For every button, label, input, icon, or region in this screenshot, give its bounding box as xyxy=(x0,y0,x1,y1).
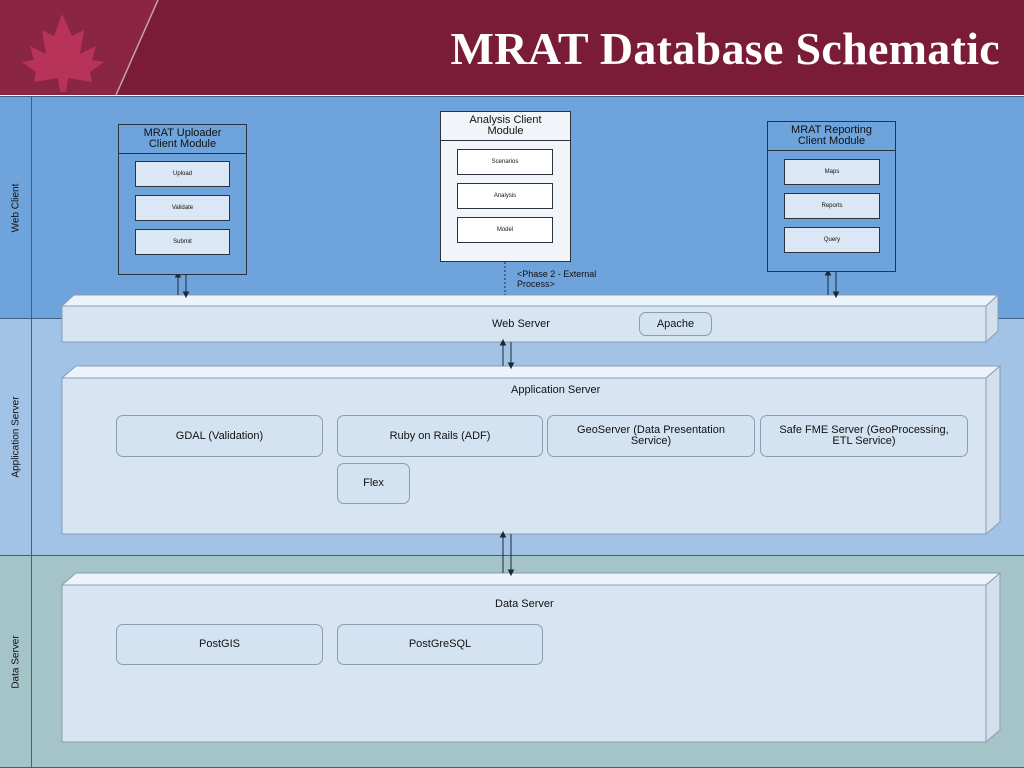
maple-leaf-icon xyxy=(0,0,159,95)
phase-2-note: <Phase 2 - External Process> xyxy=(517,269,597,289)
slide-title: MRAT Database Schematic xyxy=(450,23,1000,74)
validate-item: Validate xyxy=(135,195,230,221)
postgis-component: PostGIS xyxy=(116,624,323,665)
reports-item: Reports xyxy=(784,193,880,219)
geoserver-component: GeoServer (Data Presentation Service) xyxy=(547,415,755,457)
model-item: Model xyxy=(457,217,553,243)
analysis-module-title: Analysis Client Module xyxy=(469,114,542,137)
analysis-item: Analysis xyxy=(457,183,553,209)
postgresql-component: PostGreSQL xyxy=(337,624,543,665)
apache-component: Apache xyxy=(639,312,712,336)
lane-label-data-server: Data Server xyxy=(10,634,22,689)
reporting-module-title: MRAT Reporting Client Module xyxy=(791,124,872,147)
query-item: Query xyxy=(784,227,880,253)
module-title-divider xyxy=(768,150,895,151)
flex-component: Flex xyxy=(337,463,410,504)
schematic-diagram: Web Client Application Server Data Serve… xyxy=(0,96,1024,768)
lane-label-cell: Application Server xyxy=(0,319,32,555)
lane-label-cell: Data Server xyxy=(0,556,32,767)
uploader-client-module: MRAT Uploader Client Module Upload Valid… xyxy=(118,124,247,275)
application-server-label: Application Server xyxy=(511,384,601,396)
lane-label-cell: Web Client xyxy=(0,97,32,318)
scenarios-item: Scenarios xyxy=(457,149,553,175)
submit-item: Submit xyxy=(135,229,230,255)
slide-header: MRAT Database Schematic xyxy=(0,0,1024,95)
module-title-divider xyxy=(441,140,570,141)
lane-label-web-client: Web Client xyxy=(10,183,22,232)
upload-item: Upload xyxy=(135,161,230,187)
analysis-client-module: Analysis Client Module Scenarios Analysi… xyxy=(440,111,571,262)
safe-fme-server-component: Safe FME Server (GeoProcessing, ETL Serv… xyxy=(760,415,968,457)
lane-label-application-server: Application Server xyxy=(10,396,22,478)
module-title-divider xyxy=(119,153,246,154)
web-server-label: Web Server xyxy=(492,318,550,330)
uploader-module-title: MRAT Uploader Client Module xyxy=(143,127,222,150)
ruby-on-rails-component: Ruby on Rails (ADF) xyxy=(337,415,543,457)
maps-item: Maps xyxy=(784,159,880,185)
reporting-client-module: MRAT Reporting Client Module Maps Report… xyxy=(767,121,896,272)
gdal-component: GDAL (Validation) xyxy=(116,415,323,457)
data-server-label: Data Server xyxy=(495,598,554,610)
